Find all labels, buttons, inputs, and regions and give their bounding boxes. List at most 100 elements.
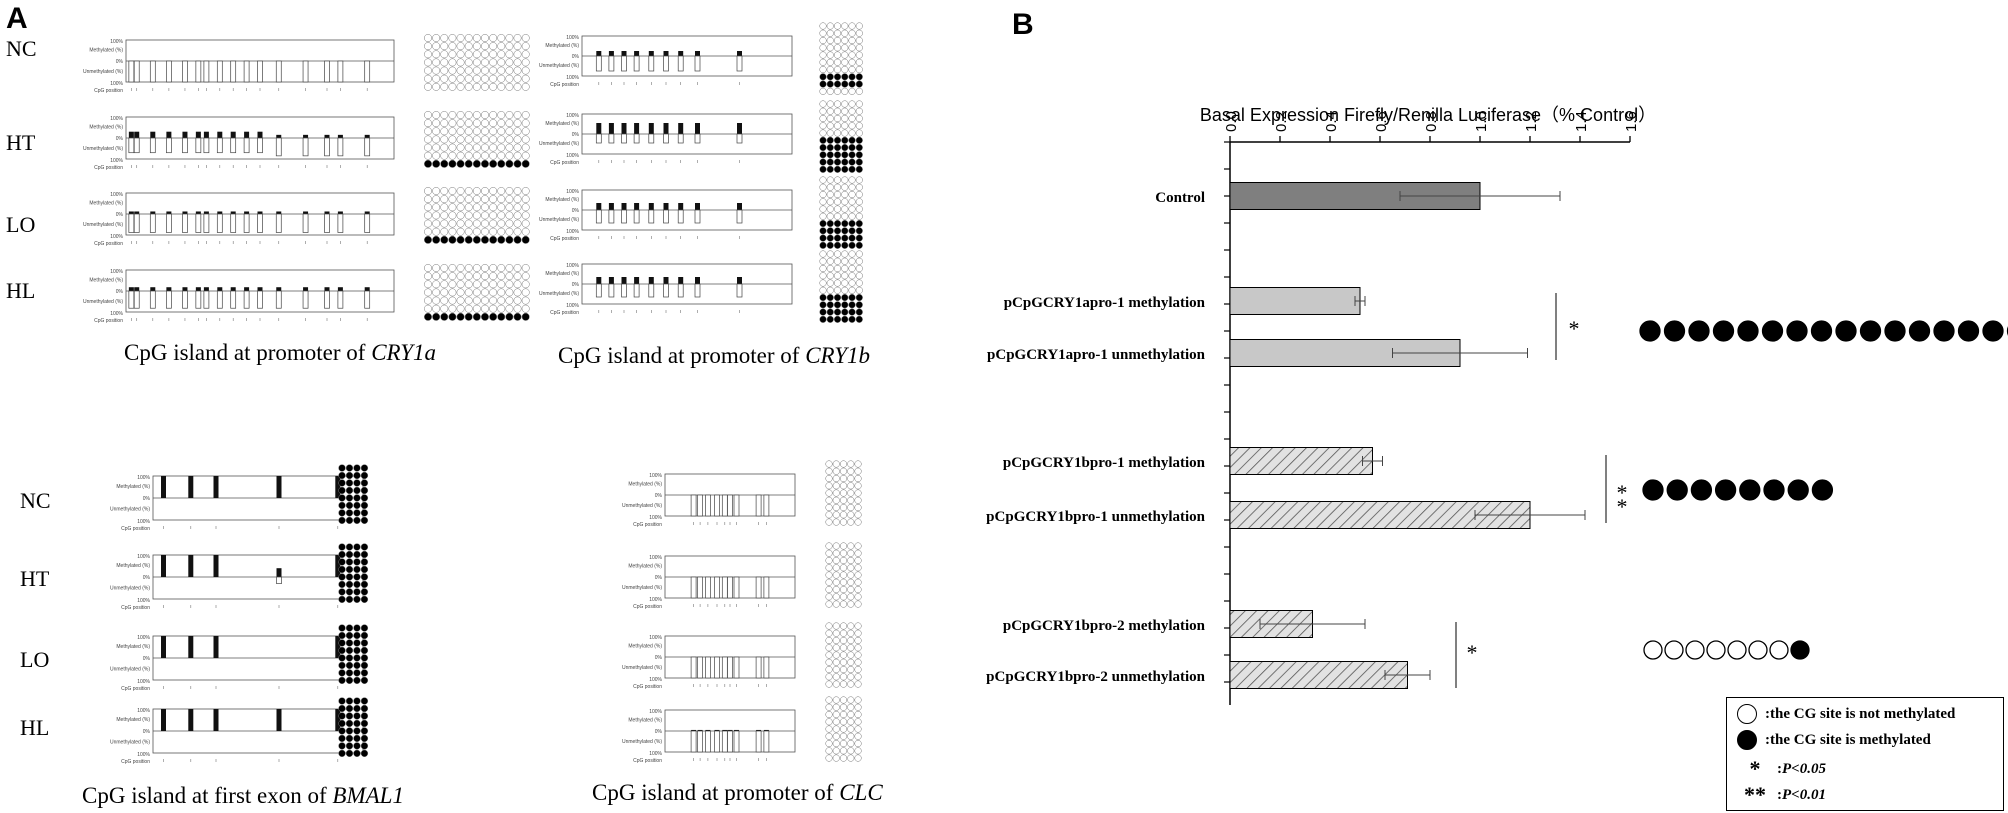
- lollipop-site: [841, 212, 849, 220]
- methylated-bar: [244, 287, 250, 291]
- panel-a-label: A: [6, 2, 28, 35]
- lollipop-site: [826, 315, 834, 323]
- methylated-bar: [303, 287, 309, 291]
- lollipop-site: [833, 165, 842, 173]
- lollipop-site: [832, 564, 840, 572]
- lollipop-site: [338, 669, 346, 677]
- methylated-bar: [756, 729, 762, 731]
- unmethylated-bar: [302, 137, 309, 157]
- lollipop-site: [841, 136, 849, 144]
- lollipop-site: [833, 51, 842, 59]
- lollipop-site: [472, 82, 481, 91]
- lollipop-site: [841, 80, 849, 88]
- unmethylated-bar: [243, 60, 250, 83]
- significance-mark: *: [1617, 480, 1628, 505]
- unmethylated-bar: [216, 60, 223, 83]
- unmethylated-bar: [275, 60, 282, 83]
- lollipop-site: [854, 673, 862, 681]
- methylated-bar: [166, 131, 172, 138]
- row-label-nc: NC: [20, 488, 51, 513]
- lollipop-site: [825, 651, 833, 659]
- lollipop-site: [360, 669, 369, 677]
- mini-axis-label: Unmethylated (%): [539, 141, 579, 147]
- lollipop-site: [855, 122, 863, 130]
- lollipop-site: [848, 66, 856, 74]
- lollipop-site: [833, 294, 842, 302]
- lollipop-site: [826, 100, 834, 108]
- lollipop-site: [440, 227, 449, 236]
- lollipop-site: [833, 129, 842, 137]
- lollipop-site: [353, 749, 361, 758]
- unmethylated-bar: [736, 55, 743, 72]
- lollipop-site: [338, 712, 346, 720]
- lollipop-site: [345, 580, 354, 589]
- methylated-bar: [697, 729, 703, 731]
- lollipop-site: [847, 696, 855, 704]
- cpg-site-circle: [1714, 479, 1737, 501]
- lollipop-site: [505, 195, 514, 204]
- lollipop-site: [826, 36, 834, 45]
- unmethylated-bar: [690, 576, 697, 599]
- lollipop-site: [481, 235, 489, 244]
- methylated-bar: [195, 131, 201, 138]
- cpg-site-circle: [1933, 320, 1955, 342]
- lollipop-site: [854, 586, 862, 594]
- lollipop-site: [360, 639, 369, 647]
- lollipop-site: [819, 308, 827, 316]
- unmethylated-bar: [324, 213, 330, 233]
- lollipop-site: [360, 494, 369, 502]
- lollipop-site: [505, 74, 514, 83]
- lollipop-site: [432, 74, 441, 83]
- mini-axis-label: Unmethylated (%): [83, 146, 123, 152]
- methylated-bar: [161, 555, 166, 577]
- lollipop-site: [832, 658, 840, 666]
- lollipop-site: [854, 629, 862, 637]
- lollipop-site: [855, 227, 863, 235]
- lollipop-site: [505, 82, 514, 91]
- unmethylated-bar: [608, 55, 615, 72]
- lollipop-site: [440, 119, 449, 128]
- lollipop-site: [424, 227, 432, 236]
- lollipop-site: [826, 264, 834, 273]
- lollipop-site: [825, 754, 833, 762]
- mini-axis-label: Methylated (%): [89, 47, 123, 53]
- lollipop-site: [513, 127, 522, 136]
- lollipop-site: [521, 111, 530, 119]
- unmethylated-bar: [736, 133, 743, 144]
- lollipop-site: [345, 595, 354, 604]
- lollipop-site: [440, 111, 449, 119]
- lollipop-site: [481, 111, 489, 119]
- lollipop-site: [841, 272, 849, 280]
- mini-axis-label: 100%: [649, 635, 662, 641]
- category-label: pCpGCRY1bpro-2 unmethylation: [986, 669, 1205, 685]
- lollipop-site: [521, 304, 530, 313]
- lollipop-site: [841, 151, 849, 159]
- lollipop-site: [826, 212, 834, 220]
- unmethylated-bar: [275, 213, 282, 233]
- mini-axis-label: Methylated (%): [89, 200, 123, 206]
- lollipop-site: [424, 235, 432, 244]
- lollipop-site: [848, 80, 856, 88]
- lollipop-site: [855, 250, 863, 258]
- unmethylated-bar: [133, 60, 140, 83]
- lollipop-site: [513, 264, 522, 272]
- lollipop-site: [345, 573, 354, 581]
- lollipop-site: [521, 34, 530, 42]
- unmethylated-bar: [257, 213, 263, 233]
- lollipop-site: [505, 280, 514, 289]
- lollipop-site: [841, 250, 849, 258]
- unmethylated-bar: [663, 209, 669, 224]
- lollipop-site: [505, 34, 514, 42]
- lollipop-site: [854, 747, 862, 755]
- lollipop-site: [432, 312, 441, 321]
- methylated-bar: [217, 131, 223, 138]
- lollipop-site: [464, 127, 473, 136]
- unmethylated-bar: [621, 283, 627, 298]
- lollipop-site: [353, 631, 361, 640]
- mini-axis-label: Methylated (%): [545, 271, 579, 277]
- unmethylated-bar: [230, 290, 237, 309]
- lollipop-site: [833, 301, 842, 309]
- lollipop-site: [456, 111, 465, 119]
- unmethylated-bar: [324, 60, 330, 83]
- chart-title: Basal Expression Firefly/Renilla Lucifer…: [1200, 105, 1656, 125]
